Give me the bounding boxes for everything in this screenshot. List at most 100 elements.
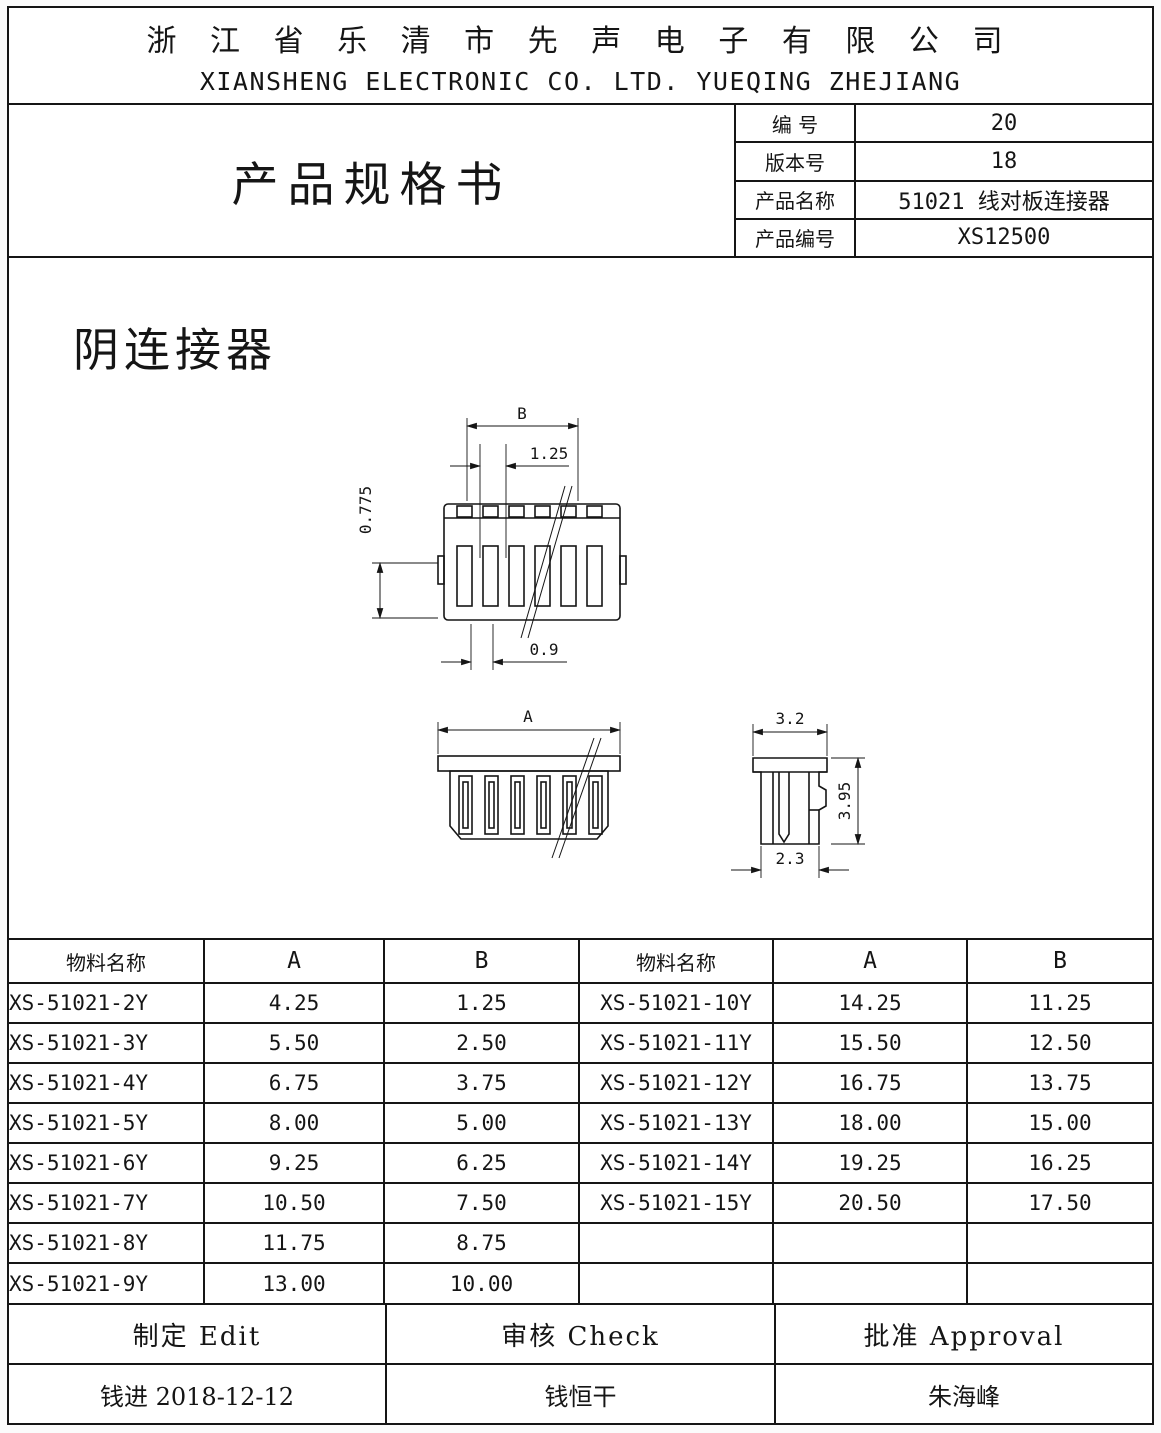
break-line: [558, 737, 602, 859]
drawing-section: 阴连接器: [9, 258, 1152, 940]
break-line: [520, 485, 566, 639]
info-label-version: 版本号: [736, 143, 856, 180]
side-view: [752, 757, 828, 845]
document-title: 产品规格书: [231, 158, 512, 213]
cell-material: XS-51021-9Y: [9, 1262, 205, 1303]
dim-side-width-label: 3.2: [776, 709, 805, 728]
spec-row: XS-51021-3Y 5.50 2.50 XS-51021-11Y 15.50…: [9, 1022, 1152, 1064]
doc-info-table: 编 号 20 版本号 18 产品名称 51021 线对板连接器 产品编号 XS1…: [734, 105, 1152, 256]
cell-a: 4.25: [203, 982, 385, 1024]
role-edit-cell: 制定 Edit: [9, 1305, 387, 1363]
spec-row: XS-51021-7Y 10.50 7.50 XS-51021-15Y 20.5…: [9, 1182, 1152, 1224]
front-view-dimensions: A: [436, 707, 622, 754]
info-row-number: 编 号 20: [736, 105, 1152, 144]
top-view-body: [443, 503, 621, 621]
cell-material: [578, 1262, 774, 1303]
role-check: 审核 Check: [501, 1321, 660, 1352]
cell-material: XS-51021-13Y: [578, 1102, 774, 1144]
cell-material: XS-51021-15Y: [578, 1182, 774, 1224]
left-notch: [437, 555, 445, 585]
break-line: [527, 485, 573, 639]
info-label-number: 编 号: [736, 105, 856, 142]
connector-technical-drawing: B 1.25 0.775 0.9: [356, 404, 865, 878]
doc-title-cell: 产品规格书: [9, 105, 734, 256]
cell-b: 2.50: [383, 1022, 580, 1064]
spec-row: XS-51021-9Y 13.00 10.00: [9, 1262, 1152, 1303]
signature-approval-cell: 朱海峰: [776, 1365, 1152, 1423]
col-header-material-left: 物料名称: [9, 940, 205, 984]
col-header-material-right: 物料名称: [578, 940, 774, 984]
cell-b: 12.50: [966, 1022, 1152, 1064]
side-view-dimensions: 3.2 3.95 2.3: [731, 709, 865, 878]
dim-pitch-label: 1.25: [530, 444, 569, 463]
cell-a: 16.75: [772, 1062, 968, 1104]
cell-material: XS-51021-2Y: [9, 982, 205, 1024]
role-edit: 制定 Edit: [132, 1321, 262, 1352]
info-row-product-number: 产品编号 XS12500: [736, 219, 1152, 256]
info-value-number: 20: [990, 110, 1018, 136]
dim-b-label: B: [517, 404, 527, 423]
cell-a: 18.00: [772, 1102, 968, 1144]
dim-a-label: A: [523, 707, 533, 726]
signature-check-cell: 钱恒干: [387, 1365, 776, 1423]
role-approval-cell: 批准 Approval: [776, 1305, 1152, 1363]
dim-height-label: 0.775: [356, 486, 375, 534]
cell-a: 5.50: [203, 1022, 385, 1064]
company-header: 浙 江 省 乐 清 市 先 声 电 子 有 限 公 司 XIANSHENG EL…: [9, 8, 1152, 105]
info-value-version: 18: [990, 148, 1018, 174]
spec-row: XS-51021-2Y 4.25 1.25 XS-51021-10Y 14.25…: [9, 982, 1152, 1024]
cell-b: [966, 1262, 1152, 1303]
cell-b: [966, 1222, 1152, 1264]
cell-b: 10.00: [383, 1262, 580, 1303]
cell-a: 8.00: [203, 1102, 385, 1144]
spec-header-row: 物料名称 A B 物料名称 A B: [9, 940, 1152, 984]
break-line: [551, 737, 595, 859]
cell-material: XS-51021-3Y: [9, 1022, 205, 1064]
cell-material: [578, 1222, 774, 1264]
dim-side-base-label: 2.3: [776, 849, 805, 868]
cell-b: 1.25: [383, 982, 580, 1024]
cell-material: XS-51021-12Y: [578, 1062, 774, 1104]
top-view-dimensions: B 1.25 0.775 0.9: [356, 404, 580, 670]
cell-material: XS-51021-11Y: [578, 1022, 774, 1064]
cell-material: XS-51021-8Y: [9, 1222, 205, 1264]
spec-sheet-page: 浙 江 省 乐 清 市 先 声 电 子 有 限 公 司 XIANSHENG EL…: [7, 6, 1154, 1425]
spec-row: XS-51021-6Y 9.25 6.25 XS-51021-14Y 19.25…: [9, 1142, 1152, 1184]
dim-slot-label: 0.9: [530, 640, 559, 659]
front-view-body: [449, 770, 609, 840]
right-notch: [619, 555, 627, 585]
cell-b: 7.50: [383, 1182, 580, 1224]
cell-a: 9.25: [203, 1142, 385, 1184]
role-approval: 批准 Approval: [863, 1321, 1065, 1352]
cell-material: XS-51021-6Y: [9, 1142, 205, 1184]
company-name-en: XIANSHENG ELECTRONIC CO. LTD. YUEQING ZH…: [199, 66, 962, 96]
spec-row: XS-51021-5Y 8.00 5.00 XS-51021-13Y 18.00…: [9, 1102, 1152, 1144]
signature-check: 钱恒干: [544, 1382, 617, 1411]
cell-b: 6.25: [383, 1142, 580, 1184]
cell-a: 13.00: [203, 1262, 385, 1303]
spec-table: 物料名称 A B 物料名称 A B XS-51021-2Y 4.25 1.25 …: [9, 940, 1152, 1303]
col-header-b-left: B: [383, 940, 580, 984]
cell-a: 10.50: [203, 1182, 385, 1224]
col-header-b-right: B: [966, 940, 1152, 984]
col-header-a-right: A: [772, 940, 968, 984]
cell-b: 5.00: [383, 1102, 580, 1144]
spec-table-section: 物料名称 A B 物料名称 A B XS-51021-2Y 4.25 1.25 …: [9, 940, 1152, 1303]
info-row-product-name: 产品名称 51021 线对板连接器: [736, 181, 1152, 220]
cell-material: XS-51021-4Y: [9, 1062, 205, 1104]
cell-b: 11.25: [966, 982, 1152, 1024]
title-block: 产品规格书 编 号 20 版本号 18 产品名称 51021 线对板连接器 产品…: [9, 105, 1152, 258]
cell-b: 13.75: [966, 1062, 1152, 1104]
info-row-version: 版本号 18: [736, 143, 1152, 182]
cell-a: 6.75: [203, 1062, 385, 1104]
signature-approval: 朱海峰: [928, 1382, 1000, 1411]
cell-b: 3.75: [383, 1062, 580, 1104]
front-view-flange: [437, 755, 621, 772]
side-view-outline: [752, 757, 828, 845]
front-view: [437, 737, 621, 859]
cell-a: 20.50: [772, 1182, 968, 1224]
approval-roles-row: 制定 Edit 审核 Check 批准 Approval: [9, 1303, 1152, 1363]
cell-a: 19.25: [772, 1142, 968, 1184]
cell-a: 14.25: [772, 982, 968, 1024]
approval-block: 制定 Edit 审核 Check 批准 Approval 钱进 2018-12-…: [9, 1303, 1152, 1423]
